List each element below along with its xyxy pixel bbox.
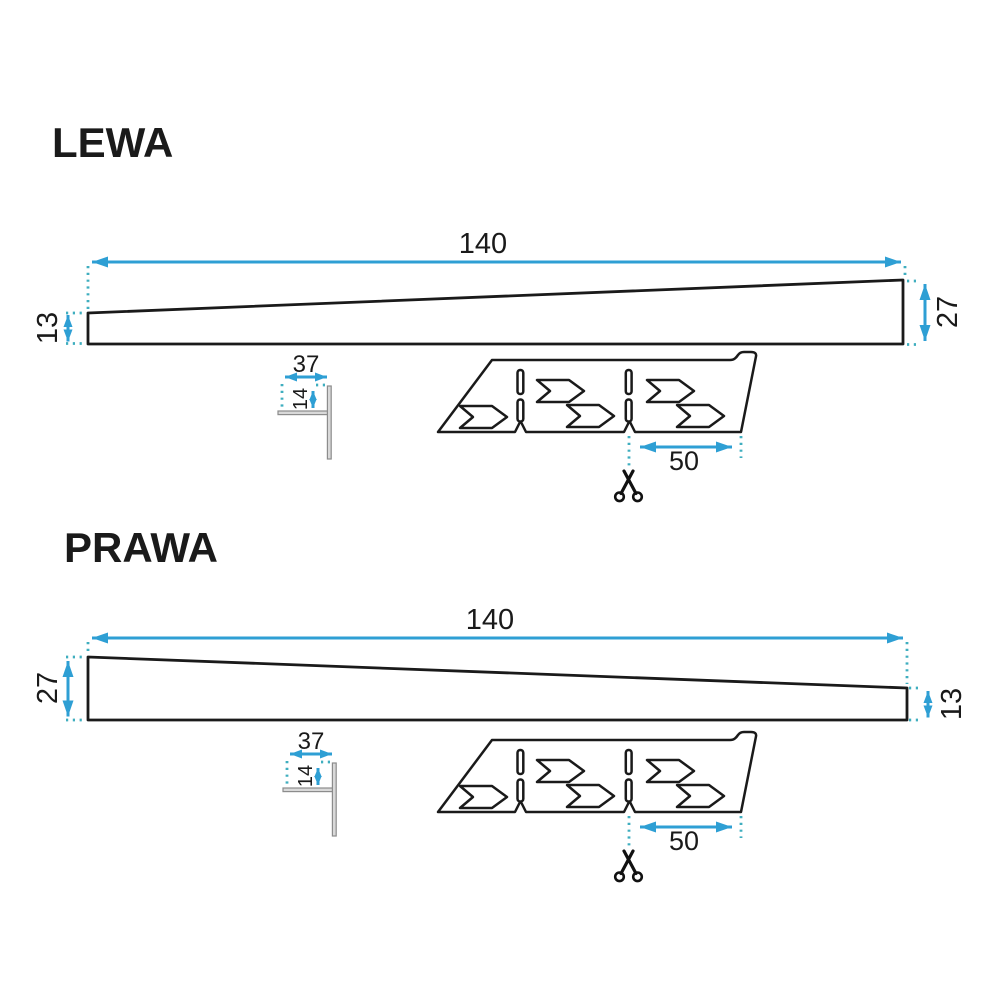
- wedge-profile: [86, 655, 909, 722]
- section-title: LEWA: [52, 119, 173, 166]
- profile-width-label: 37: [298, 728, 325, 755]
- length-dimension: 140: [86, 228, 907, 309]
- section-prawa: PRAWA 140 27 13 50 37 14: [32, 524, 968, 881]
- right-height-dimension: 27: [907, 279, 964, 346]
- cut-segment-label: 50: [669, 446, 699, 476]
- perforated-strip: [438, 732, 756, 881]
- right-height-label: 13: [936, 688, 968, 720]
- profile-height-label: 14: [290, 388, 312, 410]
- perforated-strip: [438, 352, 756, 501]
- left-height-dimension: 13: [32, 311, 84, 345]
- length-dimension-label: 140: [466, 604, 514, 636]
- section-title: PRAWA: [64, 524, 218, 571]
- length-dimension: 140: [86, 604, 909, 684]
- profile-height-label: 14: [295, 765, 317, 787]
- length-dimension-label: 140: [459, 228, 507, 260]
- left-height-label: 27: [32, 672, 64, 704]
- right-height-dimension: 13: [909, 686, 968, 722]
- profile-width-label: 37: [293, 351, 320, 378]
- wedge-profile: [86, 278, 905, 346]
- cut-segment-label: 50: [669, 826, 699, 856]
- right-height-label: 27: [932, 296, 964, 328]
- left-height-label: 13: [32, 312, 64, 344]
- left-height-dimension: 27: [32, 655, 84, 722]
- section-lewa: LEWA 140 13 27 50 37 14: [32, 119, 964, 501]
